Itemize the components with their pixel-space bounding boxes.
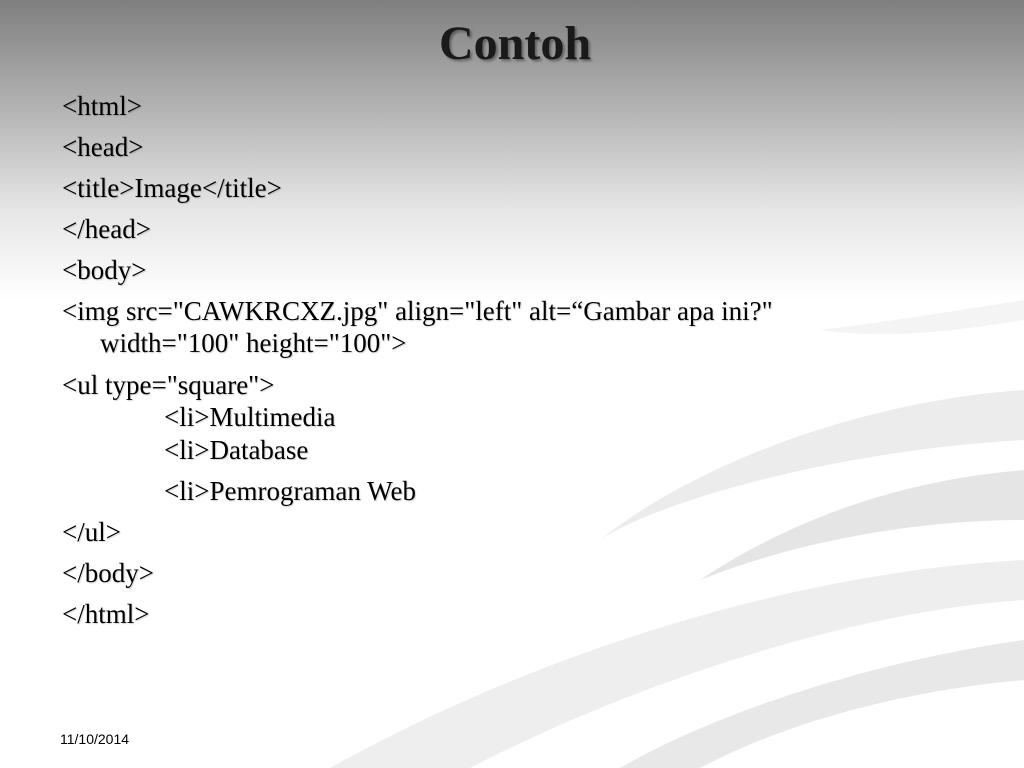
code-line-li-pemrograman-web: <li>Pemrograman Web xyxy=(164,476,416,506)
slide-date: 11/10/2014 xyxy=(60,731,130,747)
code-line-body-open: <body> xyxy=(62,255,147,285)
code-line-head-close: </head> xyxy=(62,214,151,244)
swoosh-shape-5 xyxy=(820,300,1024,335)
slide-title: Contoh xyxy=(438,17,592,70)
code-line-title: <title>Image</title> xyxy=(62,173,282,203)
code-line-li-multimedia: <li>Multimedia xyxy=(164,402,336,432)
code-line-img-continued: width="100" height="100"> xyxy=(100,328,407,358)
code-line-html-close: </html> xyxy=(62,599,150,629)
code-line-img: <img src="CAWKRCXZ.jpg" align="left" alt… xyxy=(62,296,773,326)
swoosh-shape-4 xyxy=(620,640,1024,768)
code-line-li-database: <li>Database xyxy=(164,435,309,465)
code-line-html-open: <html> xyxy=(62,91,142,121)
swoosh-shape-1 xyxy=(600,390,1024,540)
code-line-ul-close: </ul> xyxy=(62,517,121,547)
code-line-body-close: </body> xyxy=(62,558,154,588)
code-line-head-open: <head> xyxy=(62,132,144,162)
swoosh-shape-3 xyxy=(330,560,1024,768)
code-line-ul-open: <ul type="square"> xyxy=(62,370,275,400)
swoosh-shape-2 xyxy=(700,470,1024,580)
